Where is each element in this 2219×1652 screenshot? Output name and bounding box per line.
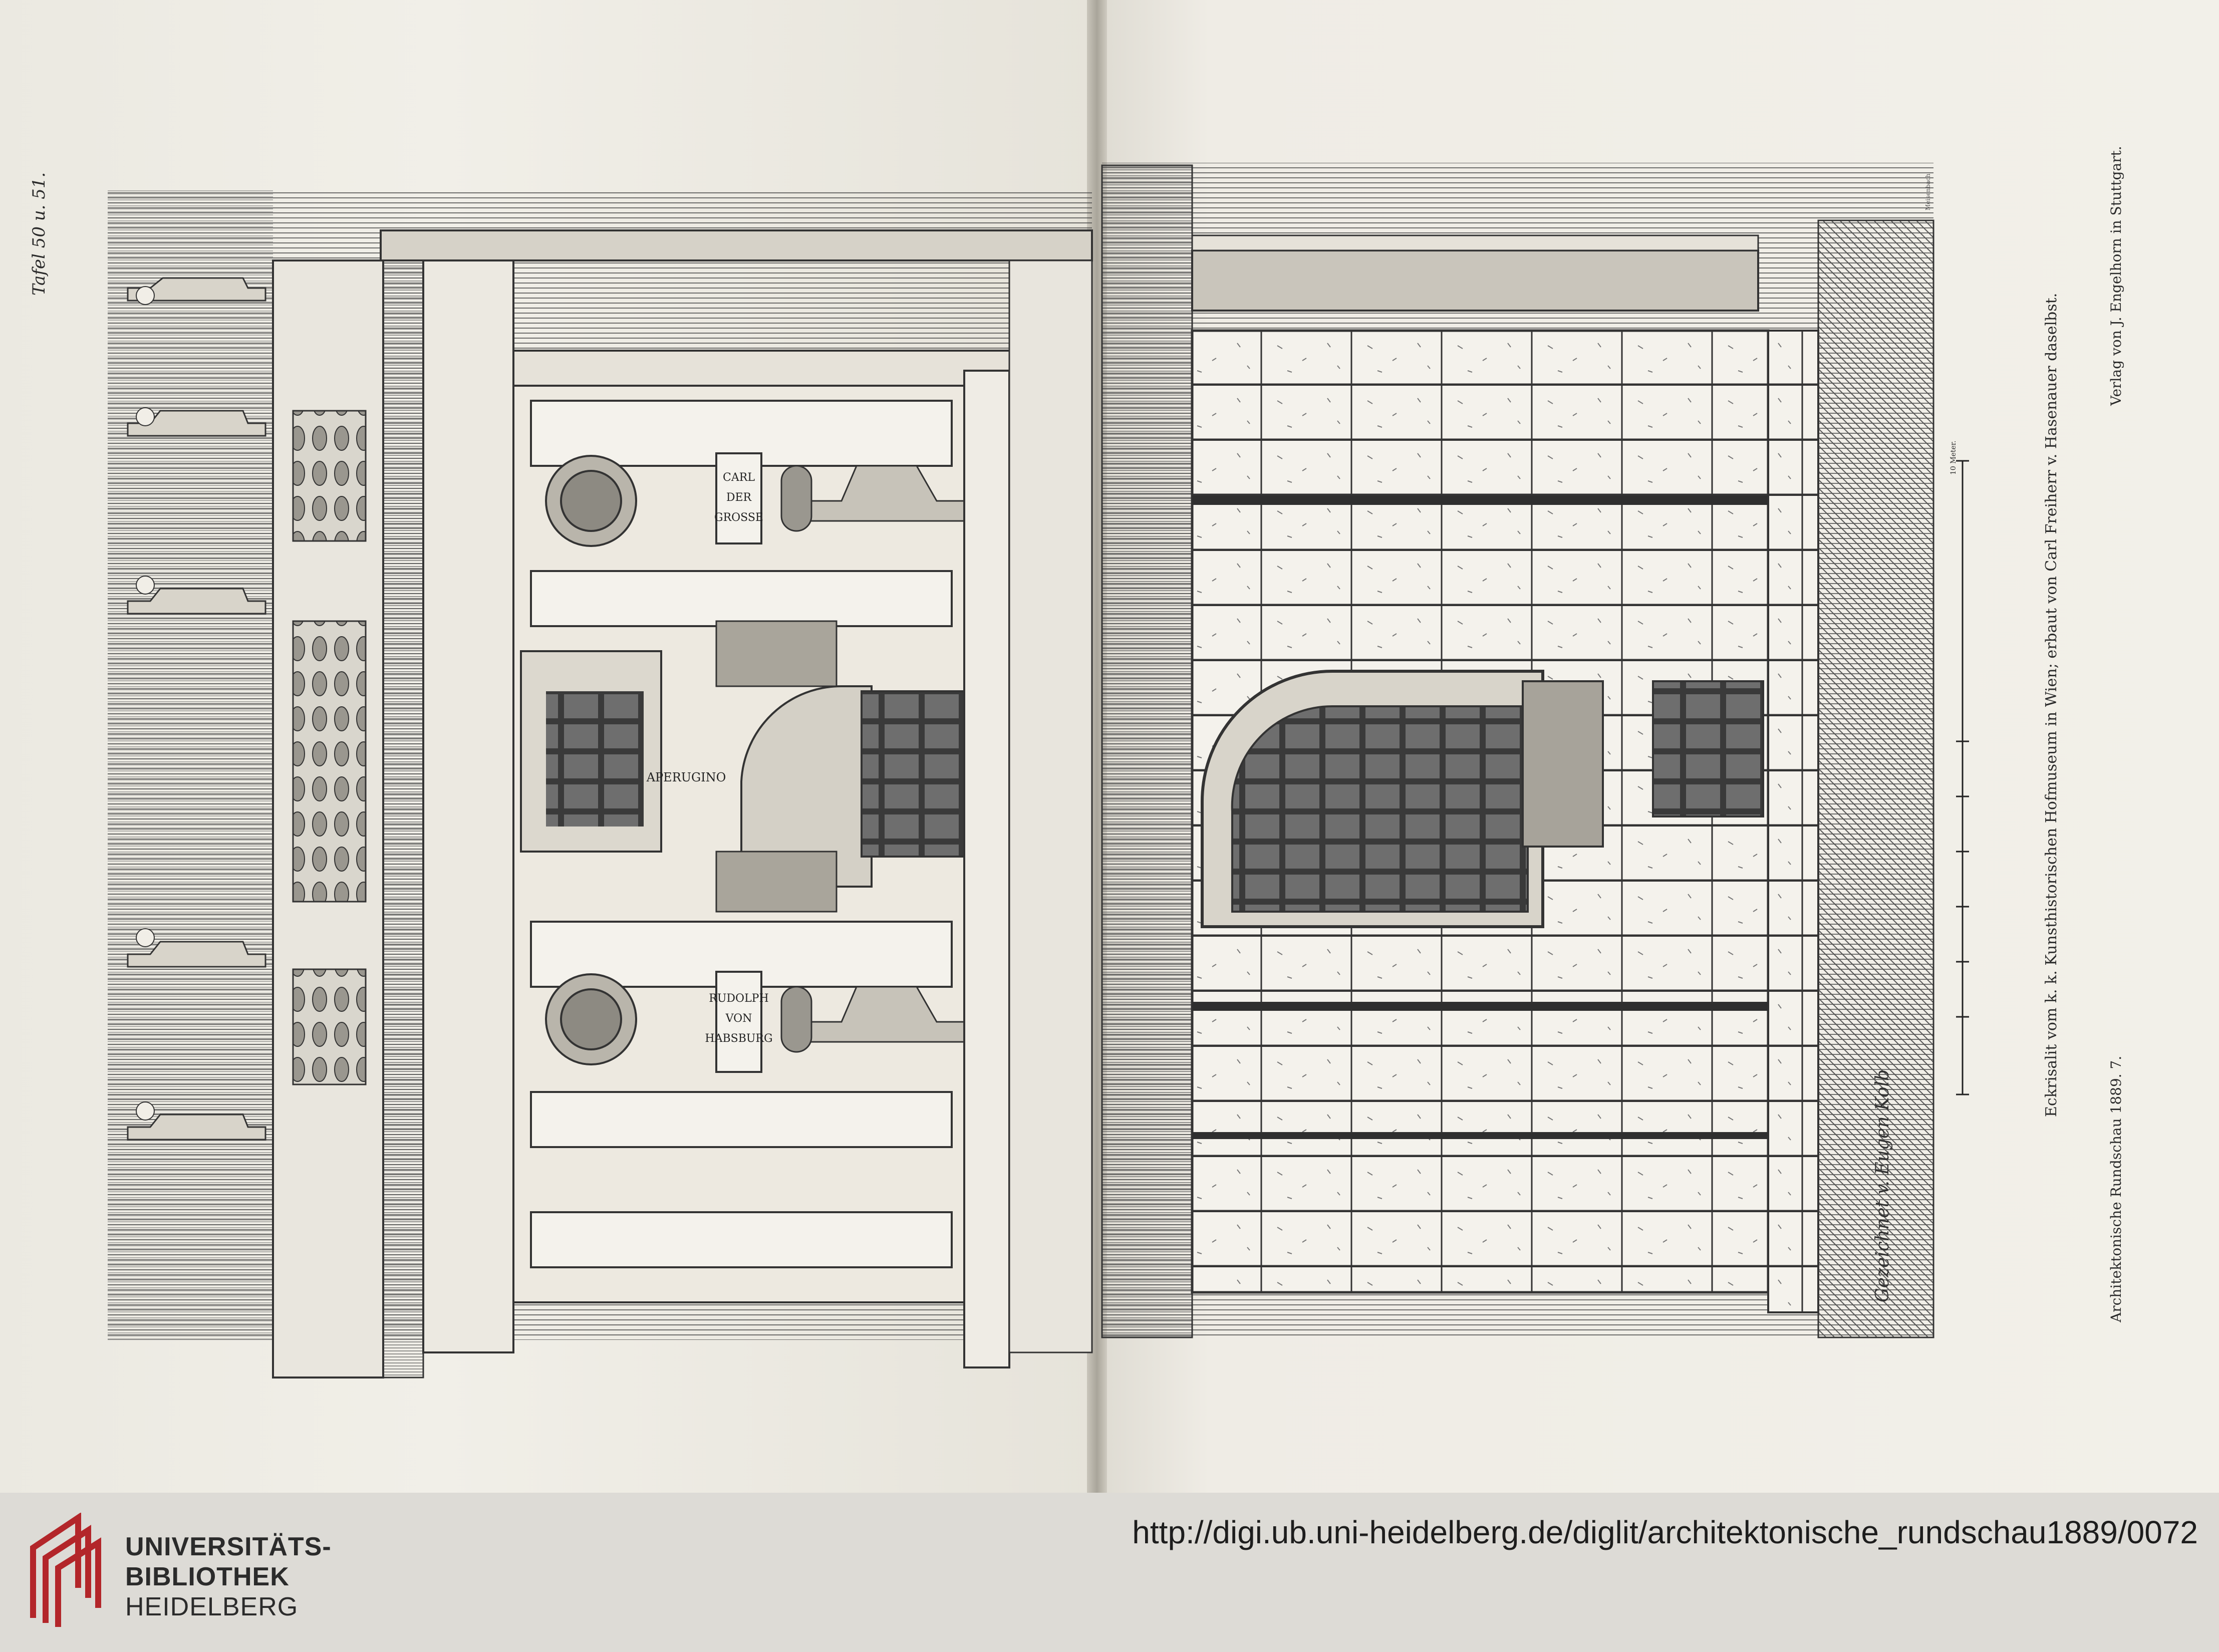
library-name-line3: HEIDELBERG	[125, 1592, 299, 1621]
library-name: UNIVERSITÄTS- BIBLIOTHEK HEIDELBERG	[125, 1532, 332, 1622]
scale-label: 10 Meter.	[1950, 440, 1958, 475]
right-elevation	[1101, 163, 1934, 1338]
scanned-spread: CARL DER GROSSE RUDOLPH VON HABSBURG APE…	[0, 0, 2219, 1493]
inscription-upper-2: DER	[726, 491, 752, 504]
journal-citation: Architektonische Rundschau 1889. 7.	[2108, 1055, 2124, 1322]
library-name-line1: UNIVERSITÄTS-	[125, 1532, 332, 1561]
engraver-credit: Meisenbach	[1924, 173, 1931, 211]
artist-signature: Gezeichnet v. Eugen Kolb	[1872, 1069, 1893, 1302]
library-footer	[0, 1493, 2219, 1652]
tablet-rudolph	[715, 971, 762, 1073]
inscription-lower-2: VON	[725, 1012, 752, 1025]
university-library-logo-icon[interactable]	[23, 1513, 103, 1628]
inscription-upper-1: CARL	[723, 471, 755, 484]
scale-bar	[1956, 460, 1969, 1095]
plate-number: Tafel 50 u. 51.	[29, 172, 49, 296]
publisher-line: Verlag von J. Engelhorn in Stuttgart.	[2108, 146, 2124, 406]
inscription-lower-3: HABSBURG	[705, 1032, 772, 1045]
architectural-elevation-drawing: CARL DER GROSSE RUDOLPH VON HABSBURG APE…	[108, 163, 1969, 1379]
inscription-lower-1: RUDOLPH	[709, 992, 768, 1005]
statue-column	[108, 190, 273, 1340]
inscription-frieze: APERUGINO	[646, 770, 726, 784]
left-elevation	[108, 190, 1093, 1379]
permalink-url[interactable]: http://digi.ub.uni-heidelberg.de/diglit/…	[1132, 1514, 2198, 1550]
library-name-line2: BIBLIOTHEK	[125, 1562, 290, 1591]
tablet-carl	[715, 452, 762, 544]
inscription-upper-3: GROSSE	[714, 511, 763, 524]
plate-caption: Eckrisalit vom k. k. Kunsthistorischen H…	[2043, 293, 2060, 1117]
